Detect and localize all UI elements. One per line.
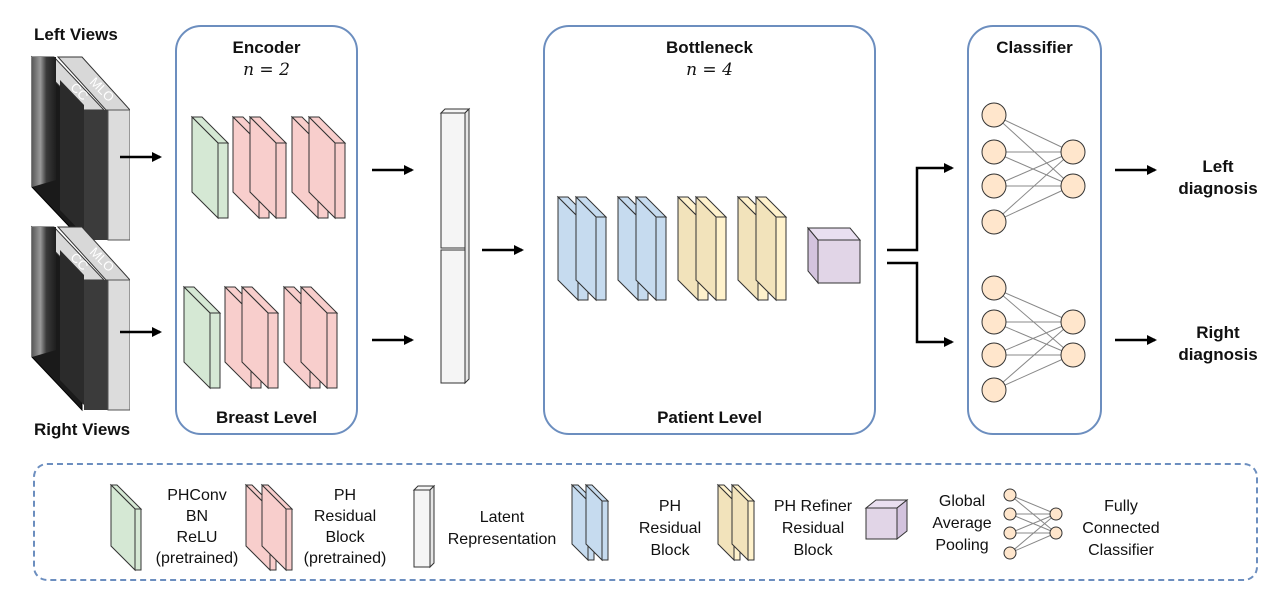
- architecture-graphic: [120, 102, 1157, 403]
- right-diagnosis-line1: Right: [1196, 323, 1240, 342]
- legend-phconv-line: (pretrained): [155, 550, 239, 567]
- legend-ph-residual-pretrained-swatch: [244, 483, 294, 572]
- left-views-label: Left Views: [34, 25, 118, 44]
- legend-phconv-line: ReLU: [176, 529, 218, 546]
- legend-fc-swatch: [1003, 488, 1063, 560]
- legend-phconv-line: PHConv: [167, 487, 227, 504]
- legend-gap-line: Average: [932, 515, 992, 532]
- legend-gap-text: Global Average Pooling: [918, 491, 1006, 557]
- legend-phconv-line: BN: [185, 508, 209, 525]
- legend-ph-refiner-line: Block: [793, 542, 833, 559]
- legend-latent-line: Latent: [479, 509, 525, 526]
- left-views-stack: [30, 55, 130, 242]
- encoder-level: Breast Level: [215, 408, 318, 427]
- legend-box: [33, 463, 1258, 581]
- bottleneck-panel: [543, 25, 876, 435]
- legend-ph-refiner-swatch: [716, 483, 756, 562]
- legend-fc-line: Fully: [1104, 498, 1138, 515]
- legend-ph-residual-pretrained-line: PH: [333, 487, 357, 504]
- right-views-stack: [30, 225, 130, 412]
- legend-ph-residual-text: PH Residual Block: [620, 496, 720, 562]
- legend-gap-line: Pooling: [935, 537, 989, 554]
- legend-fc-line: Connected: [1082, 520, 1160, 537]
- right-diagnosis-line2: diagnosis: [1178, 345, 1258, 364]
- left-diagnosis-line2: diagnosis: [1178, 179, 1258, 198]
- legend-ph-residual-line: Residual: [638, 520, 702, 537]
- legend-phconv-swatch: [109, 483, 143, 572]
- encoder-title: Encoder: [232, 38, 301, 57]
- arrow-to-classifier-bottom: [887, 261, 954, 347]
- legend-ph-residual-pretrained-line: Residual: [313, 508, 377, 525]
- right-diagnosis-label: Right diagnosis: [1168, 322, 1268, 366]
- legend-ph-residual-pretrained-line: (pretrained): [303, 550, 387, 567]
- legend-latent-text: Latent Representation: [436, 507, 568, 551]
- legend-ph-refiner-line: PH Refiner: [773, 498, 853, 515]
- classifier-panel: [967, 25, 1102, 435]
- left-diagnosis-label: Left diagnosis: [1168, 156, 1268, 200]
- bottleneck-title: Bottleneck: [666, 38, 753, 57]
- encoder-n: n = 2: [243, 60, 290, 80]
- legend-latent-line: Representation: [447, 531, 557, 548]
- left-diagnosis-line1: Left: [1202, 157, 1234, 176]
- bottleneck-blocks: [556, 195, 862, 302]
- legend-fc-line: Classifier: [1088, 542, 1154, 559]
- legend-ph-residual-line: PH: [658, 498, 682, 515]
- arrow-to-classifier-top: [887, 163, 954, 252]
- input-views-graphic: [30, 55, 130, 412]
- right-views-label: Right Views: [34, 420, 131, 439]
- legend-ph-residual-pretrained-text: PH Residual Block (pretrained): [290, 485, 400, 569]
- legend-gap-swatch: [864, 498, 909, 541]
- bottleneck-level: Patient Level: [657, 408, 762, 427]
- classifier-networks: [981, 102, 1086, 403]
- encoder-panel: [175, 25, 358, 435]
- legend-phconv-text: PHConv BN ReLU (pretrained): [142, 485, 252, 569]
- bottleneck-n: n = 4: [686, 60, 733, 80]
- legend-ph-residual-line: Block: [650, 542, 690, 559]
- legend-ph-residual-pretrained-line: Block: [325, 529, 365, 546]
- encoder-bottom-blocks: [182, 285, 339, 390]
- legend-ph-refiner-line: Residual: [781, 520, 845, 537]
- legend-gap-line: Global: [938, 493, 986, 510]
- classifier-title: Classifier: [996, 38, 1073, 57]
- legend-ph-residual-swatch: [570, 483, 610, 562]
- encoder-top-blocks: [190, 115, 347, 220]
- legend-ph-refiner-text: PH Refiner Residual Block: [758, 496, 868, 562]
- latent-representation: [439, 107, 471, 385]
- legend-fc-text: Fully Connected Classifier: [1066, 496, 1176, 562]
- legend-latent-swatch: [412, 484, 436, 569]
- legend-graphics: [109, 483, 1063, 572]
